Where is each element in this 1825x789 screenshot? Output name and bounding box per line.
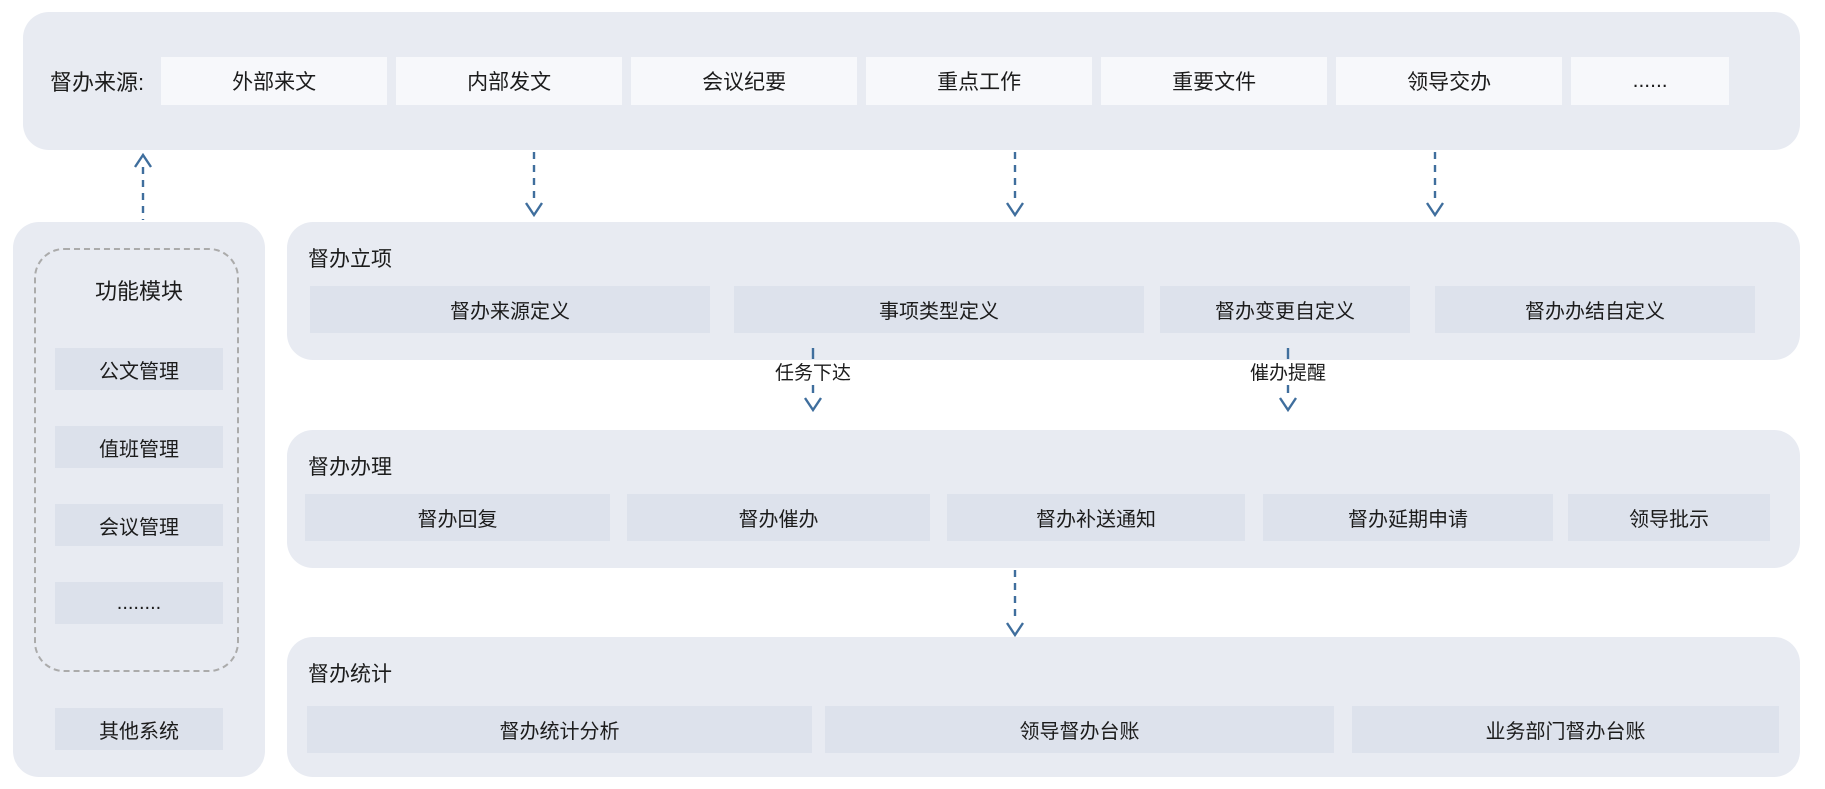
source-bar-label: 督办来源:	[50, 70, 145, 95]
down-arrow-icon	[804, 385, 822, 413]
flow-urge-remind-label: 催办提醒	[1249, 363, 1326, 384]
module-item-meeting-mgmt: 会议管理	[55, 504, 223, 546]
section-handling: 督办办理 督办回复 督办催办 督办补送通知 督办延期申请 领导批示	[287, 430, 1800, 568]
down-arrow-icon	[525, 152, 543, 218]
section-handling-title: 督办办理	[308, 456, 392, 479]
down-arrow-icon	[1426, 152, 1444, 218]
handling-item-urge: 督办催办	[627, 494, 930, 541]
source-item-leader-assign: 领导交办	[1336, 57, 1563, 105]
down-arrow-icon	[1279, 385, 1297, 413]
module-item-duty-mgmt: 值班管理	[55, 426, 223, 468]
source-item-key-work: 重点工作	[866, 57, 1093, 105]
down-arrow-icon	[1006, 570, 1024, 638]
flow-task-assign: 任务下达	[753, 348, 873, 413]
other-system-item: 其他系统	[55, 708, 223, 750]
statistics-item-analysis: 督办统计分析	[307, 706, 812, 753]
statistics-item-dept-ledger: 业务部门督办台账	[1352, 706, 1779, 753]
handling-item-leader-instruction: 领导批示	[1568, 494, 1770, 541]
section-initiation-title: 督办立项	[308, 248, 392, 271]
handling-item-supplement-notice: 督办补送通知	[947, 494, 1245, 541]
handling-item-reply: 督办回复	[305, 494, 610, 541]
down-arrow-icon	[1006, 152, 1024, 218]
handling-item-delay-request: 督办延期申请	[1263, 494, 1553, 541]
module-item-document-mgmt: 公文管理	[55, 348, 223, 390]
source-bar: 督办来源: 外部来文 内部发文 会议纪要 重点工作 重要文件 领导交办 ....…	[23, 12, 1800, 150]
source-item-ellipsis: ......	[1571, 57, 1730, 105]
source-item-meeting-minutes: 会议纪要	[631, 57, 858, 105]
dash-segment-icon	[811, 348, 815, 359]
source-item-internal-doc: 内部发文	[396, 57, 623, 105]
section-statistics: 督办统计 督办统计分析 领导督办台账 业务部门督办台账	[287, 637, 1800, 777]
section-statistics-title: 督办统计	[308, 663, 392, 686]
flow-task-assign-label: 任务下达	[774, 363, 851, 384]
dash-segment-icon	[1286, 348, 1290, 359]
source-item-external-doc: 外部来文	[161, 57, 388, 105]
initiation-item-matter-type-define: 事项类型定义	[734, 286, 1144, 333]
initiation-item-change-custom: 督办变更自定义	[1160, 286, 1410, 333]
flow-urge-remind: 催办提醒	[1228, 348, 1348, 413]
up-arrow-icon	[134, 153, 152, 220]
function-modules-panel: 功能模块 公文管理 值班管理 会议管理 ........ 其他系统	[13, 222, 265, 777]
module-item-ellipsis: ........	[55, 582, 223, 624]
statistics-item-leader-ledger: 领导督办台账	[825, 706, 1334, 753]
initiation-item-source-define: 督办来源定义	[310, 286, 710, 333]
section-initiation: 督办立项 督办来源定义 事项类型定义 督办变更自定义 督办办结自定义	[287, 222, 1800, 360]
initiation-item-close-custom: 督办办结自定义	[1435, 286, 1755, 333]
function-modules-dashed-border	[34, 248, 239, 672]
function-modules-title: 功能模块	[94, 279, 183, 304]
source-item-important-file: 重要文件	[1101, 57, 1328, 105]
